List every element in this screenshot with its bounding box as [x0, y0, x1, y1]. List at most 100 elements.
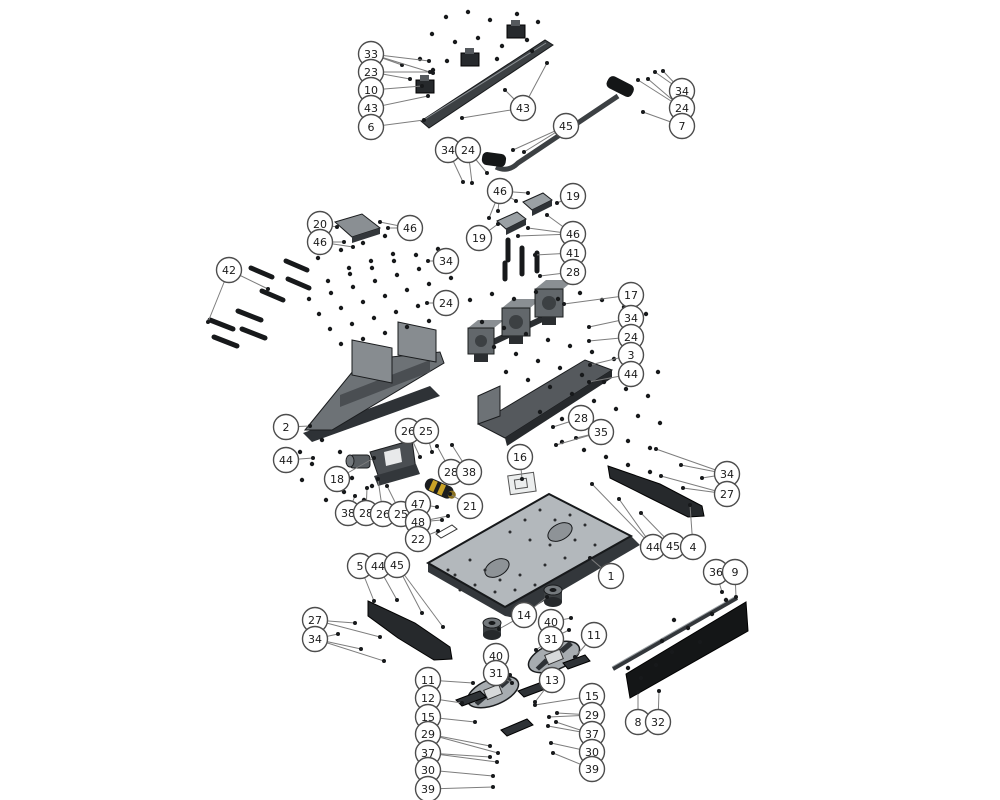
leader-end-dot — [496, 222, 500, 226]
leader-end-dot — [491, 774, 495, 778]
leader-end-dot — [545, 213, 549, 217]
leader-end-dot — [428, 70, 432, 74]
callout-46: 46 — [306, 228, 334, 256]
callout-label: 45 — [559, 120, 573, 133]
deck-hole — [528, 538, 532, 542]
screw-dot — [338, 305, 344, 311]
leader-end-dot — [661, 69, 665, 73]
leader-end-dot — [385, 484, 389, 488]
leader-end-dot — [435, 444, 439, 448]
deck-hole — [568, 513, 572, 517]
blade-plates — [455, 654, 591, 737]
screw-dot — [653, 662, 659, 668]
callout-45: 45 — [383, 551, 411, 579]
callout-balloon — [559, 258, 587, 286]
callout-label: 27 — [720, 488, 734, 501]
deck-hole-dots — [446, 508, 597, 594]
callout-label: 36 — [709, 566, 723, 579]
deck-hole — [483, 568, 487, 572]
leader-end-dot — [353, 621, 357, 625]
leader-end-dot — [435, 505, 439, 509]
callout-label: 3 — [628, 349, 635, 362]
callout-label: 46 — [566, 228, 580, 241]
leader-end-dot — [351, 245, 355, 249]
leader-end-dot — [520, 477, 524, 481]
callout-43: 43 — [509, 94, 537, 122]
screw-dot — [444, 58, 450, 64]
callout-balloon — [679, 533, 707, 561]
screw-dot — [613, 406, 619, 412]
callout-balloon — [396, 214, 424, 242]
callout-balloon — [432, 289, 460, 317]
callout-label: 17 — [624, 289, 638, 302]
screw-dot — [657, 420, 663, 426]
screw-dot — [635, 413, 641, 419]
callout-label: 29 — [585, 709, 599, 722]
deck-hole — [573, 538, 577, 542]
screw-dot — [443, 14, 449, 20]
leader-end-dot — [365, 486, 369, 490]
leader-end-dot — [446, 514, 450, 518]
leader-end-dot — [555, 201, 559, 205]
screw-dot — [452, 39, 458, 45]
callout-label: 42 — [222, 264, 236, 277]
callout-label: 5 — [357, 560, 364, 573]
screw-dot — [655, 369, 661, 375]
callout-label: 20 — [313, 218, 327, 231]
screw-dot — [591, 398, 597, 404]
leader-end-dot — [496, 209, 500, 213]
screw-dot — [499, 43, 505, 49]
callout-39: 39 — [414, 775, 442, 800]
screw-dot — [513, 351, 519, 357]
screw-dot — [319, 437, 325, 443]
callout-label: 10 — [364, 84, 378, 97]
screw-dot — [547, 384, 553, 390]
leader-end-dot — [311, 456, 315, 460]
callout-label: 8 — [635, 716, 642, 729]
screw-dot — [426, 281, 432, 287]
leader-end-dot — [522, 150, 526, 154]
leader-end-dot — [569, 616, 573, 620]
callout-label: 28 — [574, 412, 588, 425]
leader-end-dot — [636, 78, 640, 82]
skid-shoe-left — [367, 600, 453, 661]
wing-weldment — [303, 321, 445, 442]
callout-1: 1 — [597, 562, 625, 590]
leader-end-dot — [538, 274, 542, 278]
callout-label: 34 — [439, 255, 453, 268]
leader-end-dot — [545, 61, 549, 65]
callout-label: 46 — [403, 222, 417, 235]
screw-dot — [315, 255, 321, 261]
leader-end-dot — [420, 611, 424, 615]
callout-35: 35 — [587, 418, 615, 446]
motor-mount-brackets — [415, 20, 526, 94]
callout-28: 28 — [559, 258, 587, 286]
leader-end-dot — [470, 181, 474, 185]
callout-balloon — [404, 525, 432, 553]
leader-end-dot — [503, 88, 507, 92]
leader-end-dot — [441, 625, 445, 629]
deck-hole — [583, 523, 587, 527]
leader-end-dot — [336, 632, 340, 636]
callout-16: 16 — [506, 443, 534, 471]
leader-end-dot — [681, 486, 685, 490]
leader-end-dot — [426, 94, 430, 98]
screw-dot — [369, 483, 375, 489]
callout-balloon — [644, 708, 672, 736]
leader-end-dot — [426, 259, 430, 263]
callout-label: 47 — [411, 498, 425, 511]
callout-label: 46 — [493, 185, 507, 198]
deck-hole — [473, 583, 477, 587]
callout-44: 44 — [272, 446, 300, 474]
screw-dot — [382, 233, 388, 239]
screw-dot — [350, 284, 356, 290]
callout-13: 13 — [538, 666, 566, 694]
callout-label: 38 — [341, 507, 355, 520]
screw-dot — [467, 297, 473, 303]
callout-balloon — [383, 551, 411, 579]
callout-label: 37 — [421, 747, 435, 760]
leader-end-dot — [422, 118, 426, 122]
leader-end-dot — [206, 320, 210, 324]
callout-balloon — [597, 562, 625, 590]
